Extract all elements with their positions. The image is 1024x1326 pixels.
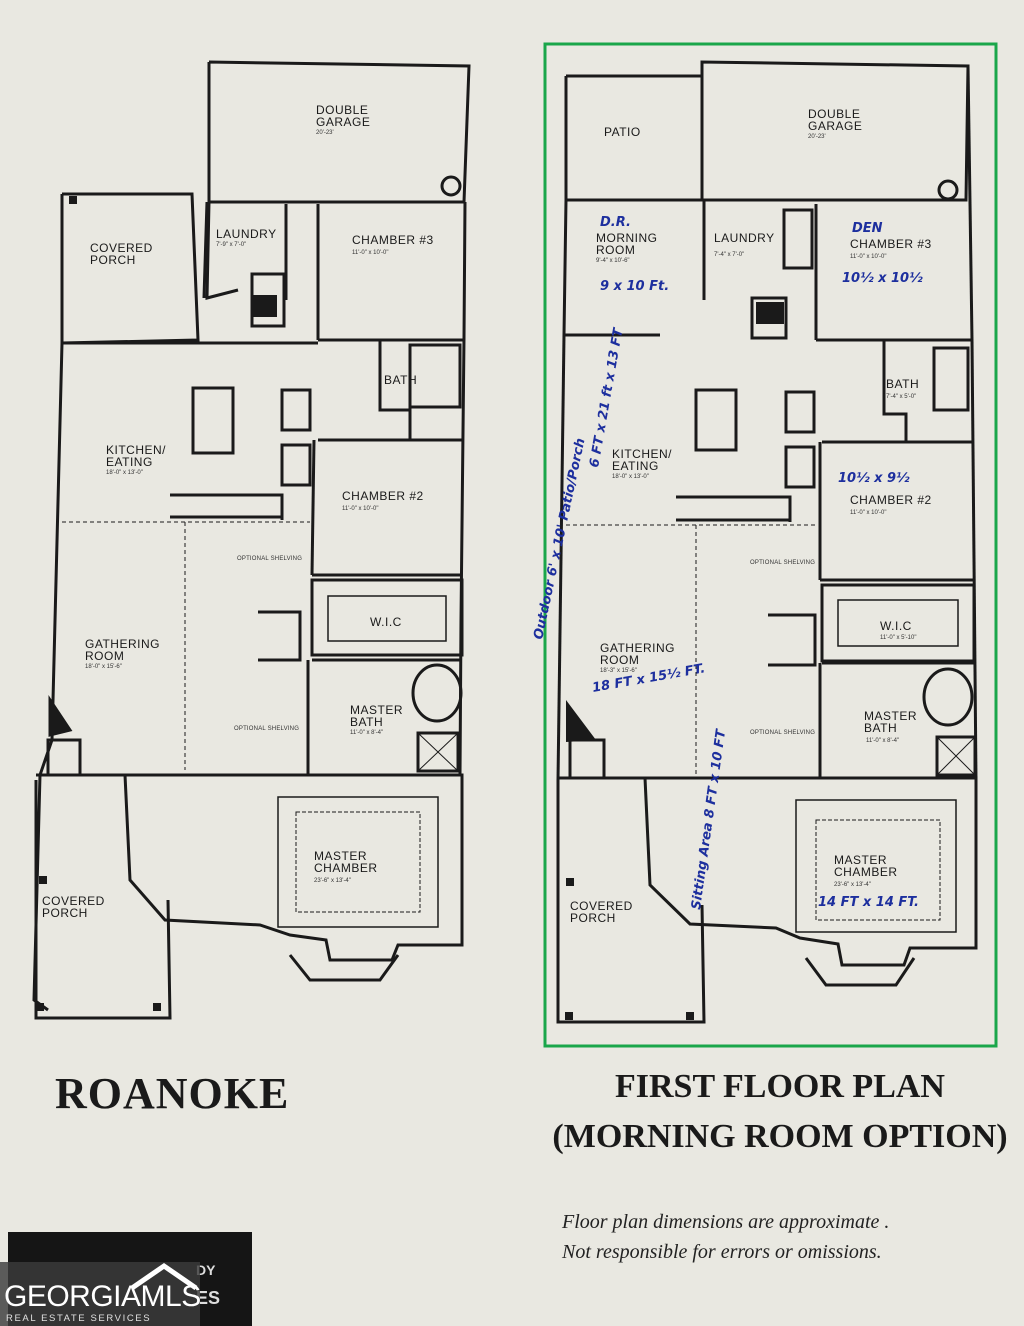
georgiamls-tagline: REAL ESTATE SERVICES: [6, 1313, 152, 1324]
room-dims: 18'-0" x 13'-0": [612, 474, 649, 480]
left-plan-walls: [32, 60, 471, 1020]
room-dims: 11'-0" x 10'-0": [342, 506, 378, 512]
disclaimer-line2: Not responsible for errors or omissions.: [562, 1241, 882, 1263]
room-label: LAUNDRY: [216, 227, 277, 241]
floor-plan-title-line1: FIRST FLOOR PLAN: [615, 1068, 945, 1105]
room-label: MORNING: [596, 231, 658, 245]
handwritten-note: D.R.: [600, 215, 631, 230]
room-dims: 18'-3" x 15'-6": [600, 668, 637, 674]
room-label: W.I.C: [370, 615, 402, 629]
handwritten-note: Sitting Area 8 FT x 10 FT: [689, 728, 729, 911]
room-label: MASTER: [864, 709, 917, 723]
room-dims: 11'-0" x 10'-0": [850, 254, 886, 260]
builder-logo-text: DY: [196, 1262, 216, 1278]
room-label: GARAGE: [808, 119, 862, 133]
room-dims: 11'-0" x 10'-0": [352, 250, 388, 256]
room-label: PATIO: [604, 125, 641, 139]
georgiamls-brand: GEORGIAMLS: [4, 1280, 201, 1313]
room-dims: 23'-6" x 13'-4": [834, 882, 871, 888]
room-label: CHAMBER #2: [850, 493, 932, 507]
room-label: CHAMBER #3: [352, 233, 434, 247]
handwritten-note: 14 FT x 14 FT.: [818, 895, 919, 910]
left-water-heater-icon: [440, 175, 462, 197]
room-label: MASTER: [834, 853, 887, 867]
room-dims: 23'-6" x 13'-4": [314, 878, 351, 884]
room-label: COVERED: [570, 899, 633, 913]
shelving-note: OPTIONAL SHELVING: [750, 730, 815, 736]
room-dims: 11'-0" x 10'-0": [850, 510, 886, 516]
room-dims: 20'-23': [316, 130, 334, 136]
floor-plan-title-line2: (MORNING ROOM OPTION): [552, 1118, 1008, 1155]
room-dims: 11'-0" x 5'-10": [880, 635, 916, 641]
left-plan-labels: DOUBLE GARAGE 20'-23' COVERED PORCH LAUN…: [42, 103, 434, 920]
disclaimer-line1: Floor plan dimensions are approximate .: [562, 1211, 890, 1233]
room-label: KITCHEN/: [106, 443, 166, 457]
room-label: DOUBLE: [316, 103, 368, 117]
room-label: CHAMBER: [834, 865, 898, 879]
shelving-note: OPTIONAL SHELVING: [750, 560, 815, 566]
floor-plan-diagram: DOUBLE GARAGE 20'-23' COVERED PORCH LAUN…: [32, 42, 998, 1048]
left-porch-posts: [36, 196, 277, 1011]
floor-plan-title: FIRST FLOOR PLAN (MORNING ROOM OPTION): [545, 1062, 1015, 1162]
right-porch-posts: [565, 302, 784, 1020]
room-label: EATING: [612, 459, 659, 473]
room-dims: 11'-0" x 8'-4": [350, 730, 383, 736]
handwritten-notes: D.R. 9 x 10 Ft. DEN 10½ x 10½ 6 FT x 21 …: [531, 215, 923, 911]
room-label: BATH: [350, 715, 383, 729]
room-label: BATH: [886, 377, 919, 391]
shelving-note: OPTIONAL SHELVING: [234, 726, 299, 732]
house-roof-icon: [130, 1262, 198, 1290]
disclaimer: Floor plan dimensions are approximate . …: [562, 1207, 889, 1267]
room-label: MASTER: [350, 703, 403, 717]
handwritten-note: DEN: [852, 221, 883, 236]
room-label: KITCHEN/: [612, 447, 672, 461]
room-label: CHAMBER #3: [850, 237, 932, 251]
room-dims: 11'-0" x 8'-4": [866, 738, 899, 744]
room-label: BATH: [384, 373, 417, 387]
highlight-frame: [543, 42, 998, 1048]
right-plan-labels: PATIO DOUBLE GARAGE 20'-23' MORNING ROOM…: [570, 107, 932, 925]
room-dims: 18'-0" x 15'-6": [85, 664, 122, 670]
room-label: GARAGE: [316, 115, 370, 129]
room-label: COVERED: [42, 894, 105, 908]
builder-logo-text: ES: [196, 1288, 221, 1308]
right-water-heater-icon: [937, 179, 959, 201]
room-label: ROOM: [600, 653, 639, 667]
room-dims: 7'-4" x 5'-0": [886, 394, 916, 400]
handwritten-note: 10½ x 10½: [842, 271, 923, 286]
room-label: LAUNDRY: [714, 231, 775, 245]
room-label: PORCH: [90, 253, 136, 267]
room-label: W.I.C: [880, 619, 912, 633]
handwritten-note: 10½ x 9½: [838, 471, 910, 486]
room-label: EATING: [106, 455, 153, 469]
room-label: ROOM: [596, 243, 635, 257]
room-label: GATHERING: [600, 641, 675, 655]
room-dims: 7'-9" x 7'-0": [216, 242, 246, 248]
handwritten-note: 9 x 10 Ft.: [600, 279, 669, 294]
room-dims: 20'-23': [808, 134, 826, 140]
room-label: ROOM: [85, 649, 124, 663]
right-plan-walls: [556, 60, 978, 1024]
room-dims: 7'-4" x 7'-0": [714, 252, 744, 258]
georgiamls-watermark: [0, 1262, 200, 1326]
room-label: PORCH: [42, 906, 88, 920]
room-label: PORCH: [570, 911, 616, 925]
plan-name-title: ROANOKE: [55, 1069, 290, 1118]
room-label: DOUBLE: [808, 107, 860, 121]
room-dims: 9'-4" x 10'-6": [596, 258, 630, 264]
shelving-note: OPTIONAL SHELVING: [237, 556, 302, 562]
room-label: BATH: [864, 721, 897, 735]
room-dims: 18'-0" x 13'-0": [106, 470, 143, 476]
room-label: CHAMBER #2: [342, 489, 424, 503]
room-label: COVERED: [90, 241, 153, 255]
room-label: CHAMBER: [314, 861, 378, 875]
room-label: GATHERING: [85, 637, 160, 651]
room-label: MASTER: [314, 849, 367, 863]
